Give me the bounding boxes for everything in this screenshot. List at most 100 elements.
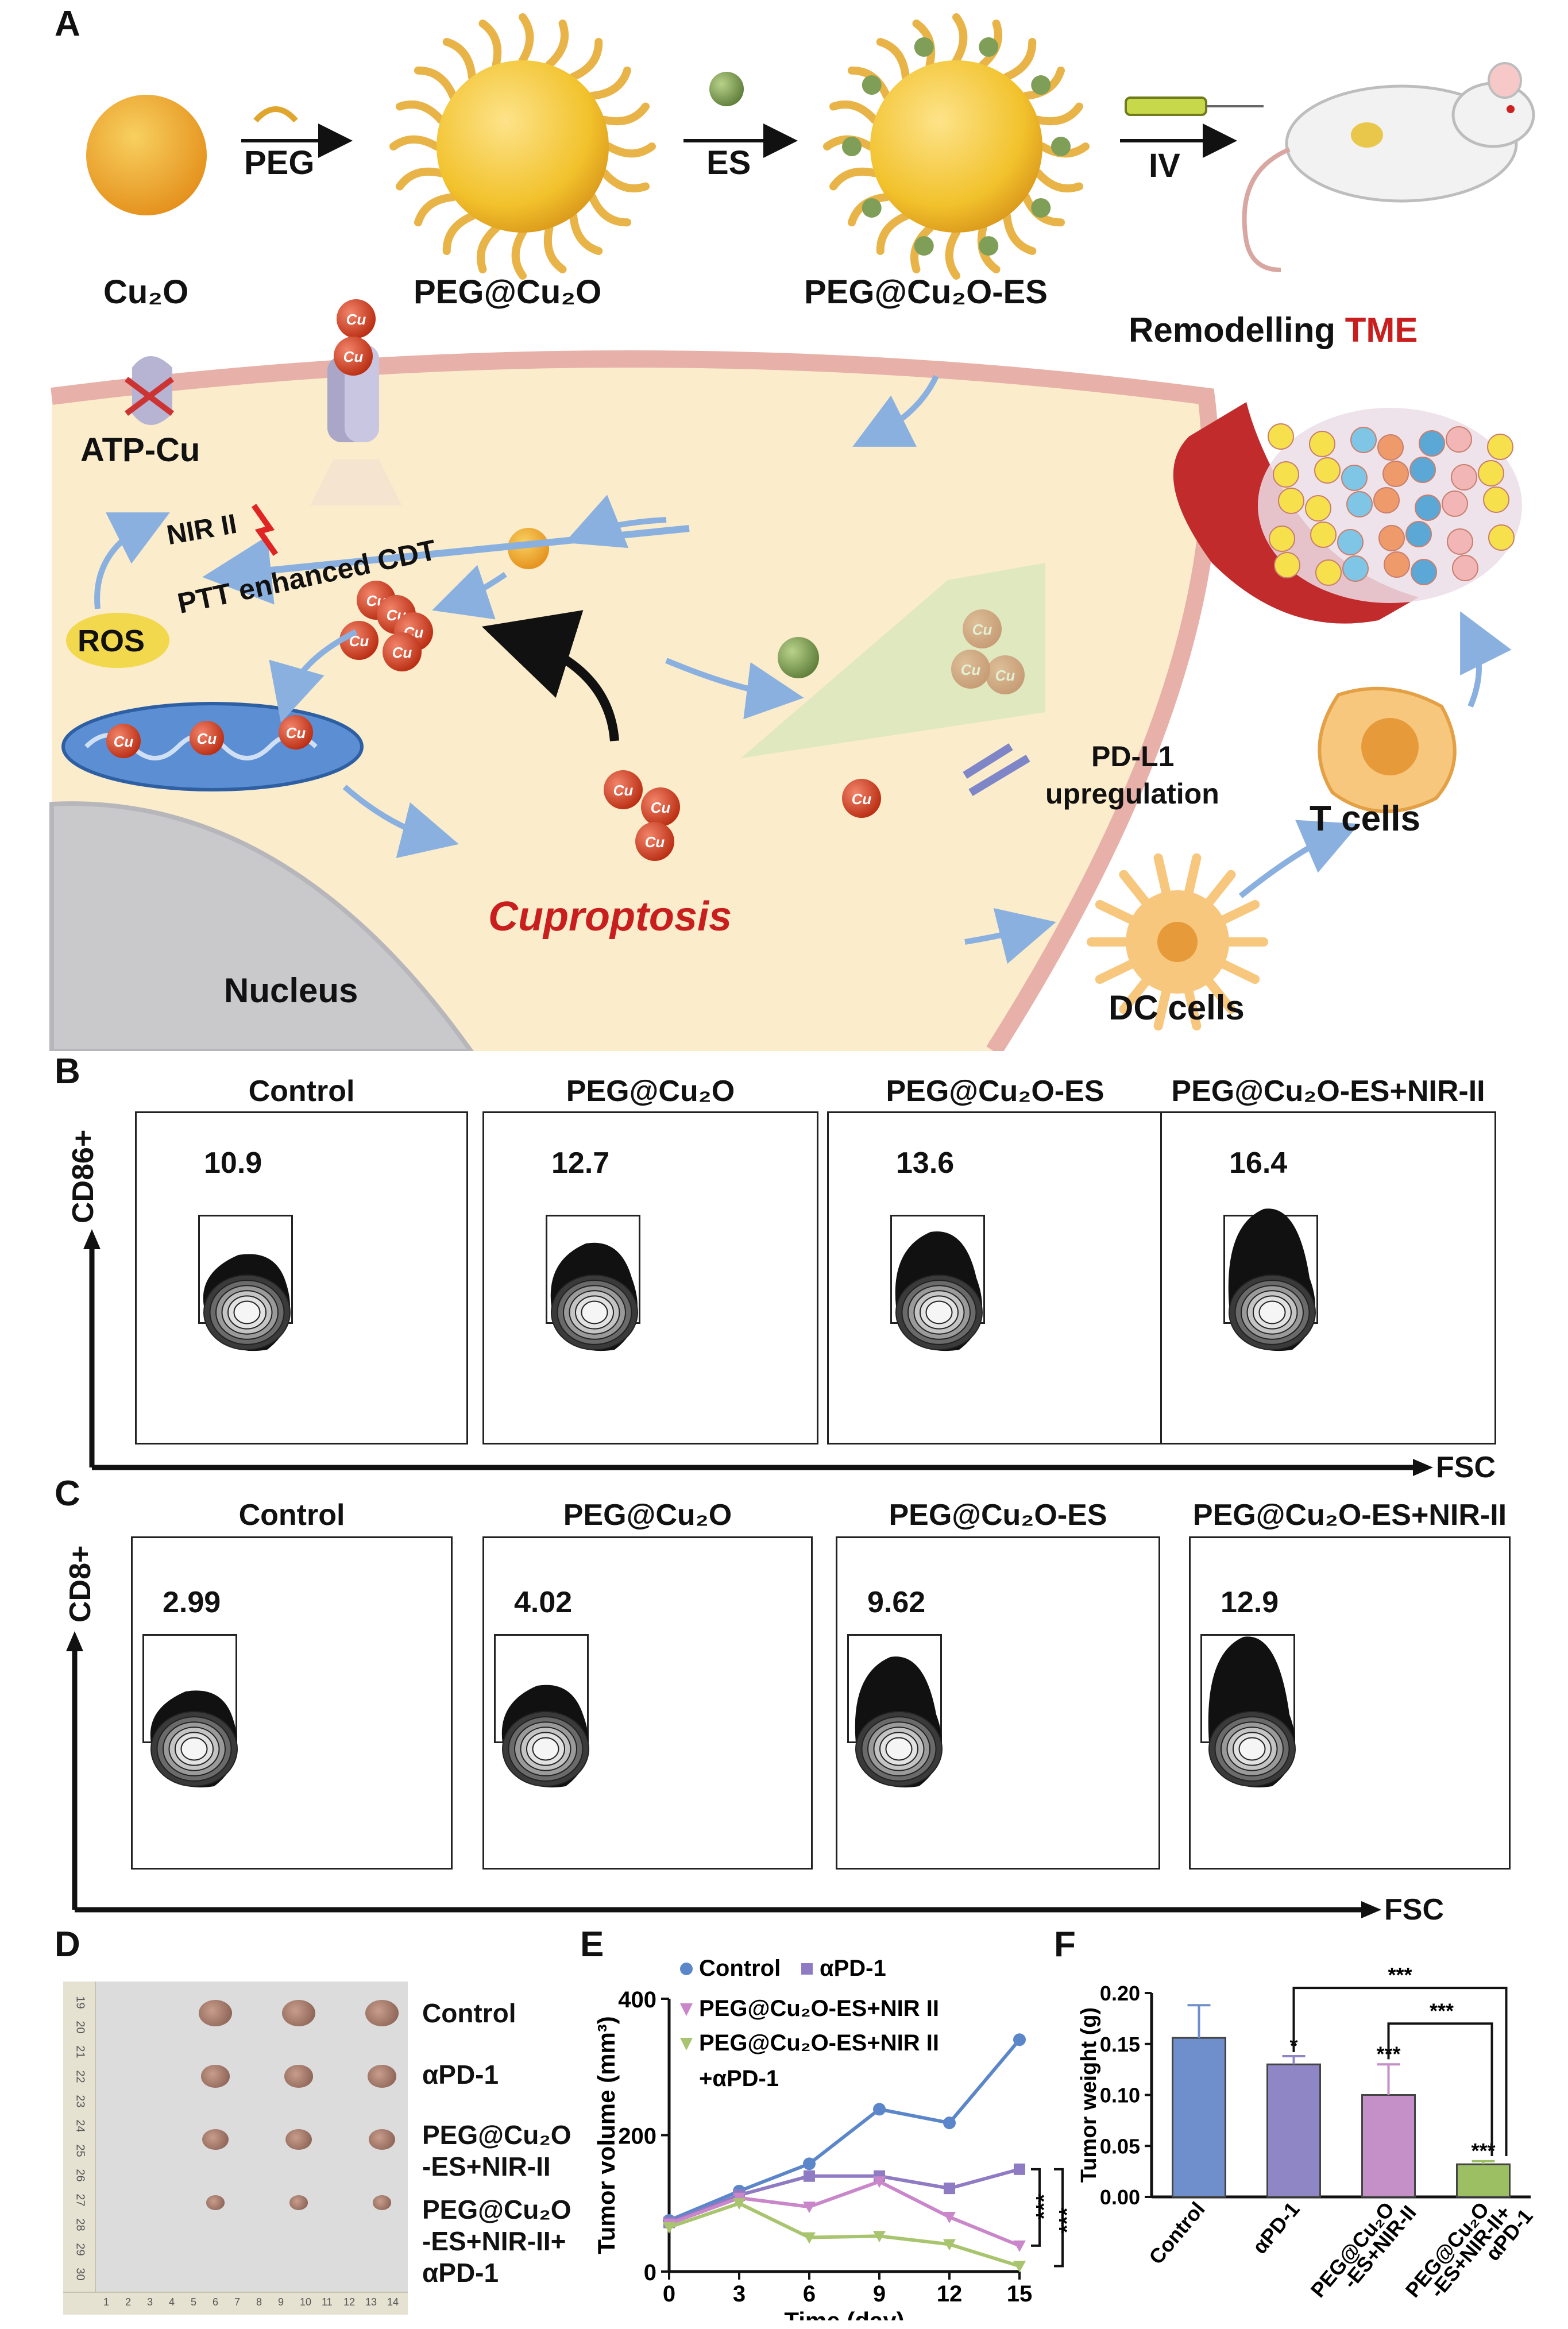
pdl1-text: PD-L1: [1091, 740, 1175, 773]
x-tick-label: 15: [1007, 2281, 1033, 2307]
flow-b-axes: [83, 1229, 1433, 1476]
remodelling-text: Remodelling: [1129, 311, 1336, 349]
ruler-tick-label: 24: [74, 2119, 87, 2133]
legend-entry: αPD-1: [820, 1956, 886, 1981]
ruler-tick-label: 20: [74, 2021, 87, 2034]
ruler-tick-label: 28: [74, 2218, 87, 2231]
copper-ion-icon: [604, 770, 643, 809]
data-point: [943, 2116, 956, 2130]
tumor-sample: [284, 2065, 313, 2088]
data-point: [1013, 2240, 1026, 2252]
copper-ion-icon: [641, 787, 680, 826]
copper-ion-label: Cu: [852, 790, 872, 808]
ros-label: ROS: [78, 624, 145, 658]
copper-ion-label: Cu: [343, 348, 364, 365]
nucleus-label: Nucleus: [224, 971, 358, 1010]
copper-ion-icon: [334, 337, 373, 376]
bar: [1456, 2163, 1511, 2198]
tumor-sample: [285, 2129, 312, 2150]
copper-ion-icon: [279, 715, 313, 750]
data-point: [943, 2212, 956, 2223]
density-contour: [1208, 1636, 1296, 1788]
x-tick-label: 12: [937, 2281, 963, 2307]
copper-ion-label: Cu: [286, 724, 306, 741]
arrow-label-es: ES: [706, 144, 751, 181]
ruler-tick-label: 30: [74, 2268, 87, 2281]
data-point: [873, 2103, 886, 2116]
y-tick-label: 0.15: [1100, 2033, 1140, 2056]
x-tick-label: 0: [663, 2281, 675, 2307]
flow-plot-title: Control: [238, 1498, 345, 1532]
bracket-significance: ***: [1388, 1963, 1412, 1987]
peg-cu2o-particle: [389, 13, 656, 280]
gate-percentage: 13.6: [896, 1146, 955, 1180]
photo-ruler-left: [63, 1982, 96, 2315]
panel-label-e: E: [580, 1925, 604, 1964]
ruler-tick-label: 3: [147, 2296, 153, 2308]
tumor-sample: [199, 2000, 232, 2026]
data-point: [803, 2232, 816, 2244]
ruler-tick-label: 11: [322, 2296, 333, 2308]
data-point: [663, 2222, 675, 2234]
data-point: [943, 2239, 956, 2251]
data-point: [1014, 2163, 1025, 2175]
panel-label-b: B: [55, 1052, 80, 1091]
cuproptosis-label: Cuproptosis: [488, 894, 732, 940]
step-label-cu2o: Cu₂O: [103, 273, 189, 311]
copper-ion-label: Cu: [645, 833, 665, 851]
y-tick-label: 0.20: [1100, 1982, 1140, 2005]
flow-plot-title: Control: [248, 1075, 355, 1108]
y-tick-label: 0.05: [1100, 2134, 1140, 2158]
flow-c-axes: [66, 1631, 1381, 1918]
photo-label-combo-2: -ES+NIR-II+: [422, 2226, 566, 2256]
panel-label-d: D: [55, 1925, 80, 1964]
flow-plot-title: PEG@Cu₂O-ES+NIR-II: [1192, 1498, 1507, 1532]
pdl1-sub-text: upregulation: [1045, 778, 1219, 810]
ruler-tick-label: 25: [74, 2144, 87, 2157]
ruler-tick-label: 23: [74, 2095, 87, 2108]
cell-body: [52, 359, 1211, 1051]
tumor-sample: [368, 2065, 396, 2088]
data-point: [733, 2198, 746, 2210]
cell-membrane: [51, 350, 1219, 1051]
remodelling-label: Remodelling TME: [1129, 310, 1418, 350]
x-tick-label: 6: [803, 2281, 816, 2307]
flow-plot-2: [827, 1111, 1163, 1444]
dc-cell-icon: [1087, 853, 1268, 1031]
copper-ion-label: Cu: [197, 730, 217, 747]
photo-label-combo-3: αPD-1: [422, 2258, 499, 2288]
data-point: [873, 2176, 886, 2188]
photo-label-control: Control: [422, 1998, 516, 2028]
pdl1-label: PD-L1 upregulation: [1045, 738, 1219, 813]
density-contour: [550, 1242, 638, 1351]
y-tick-label: 0.00: [1100, 2185, 1140, 2209]
y-tick-label: 0: [644, 2260, 656, 2285]
dc-cells-label: DC cells: [1109, 988, 1245, 1027]
data-point: [873, 2231, 886, 2243]
series-line-0: [668, 2038, 1021, 2222]
copper-ion-icon: [383, 632, 422, 671]
flow-plot-3: [1160, 1111, 1496, 1444]
category-label: αPD-1: [1248, 2197, 1304, 2258]
copper-ion-icon: [337, 299, 376, 338]
flow-plot-title: PEG@Cu₂O-ES: [889, 1498, 1107, 1532]
ruler-tick-label: 5: [191, 2296, 197, 2308]
bar: [1266, 2063, 1321, 2198]
gate-percentage: 12.9: [1221, 1586, 1279, 1619]
density-contour: [895, 1231, 983, 1351]
y-tick-label: 200: [618, 2124, 656, 2149]
density-contour: [150, 1690, 238, 1788]
data-point: [1013, 2261, 1026, 2273]
gate-percentage: 16.4: [1229, 1146, 1288, 1180]
flow-c-x-axis-label: FSC: [1384, 1893, 1444, 1926]
flow-plot-title: PEG@Cu₂O: [563, 1498, 732, 1532]
copper-ion-label: Cu: [114, 733, 134, 750]
photo-label-es-nir-1: PEG@Cu₂O: [422, 2120, 571, 2150]
data-point: [1013, 2033, 1026, 2046]
significance-mark: ***: [1032, 2194, 1056, 2220]
photo-label-combo-1: PEG@Cu₂O: [422, 2195, 571, 2224]
ruler-tick-label: 22: [74, 2070, 87, 2083]
copper-ion-label: Cu: [613, 782, 634, 799]
data-point: [803, 2201, 816, 2214]
step-label-peg-cu2o-es: PEG@Cu₂O-ES: [804, 273, 1048, 311]
